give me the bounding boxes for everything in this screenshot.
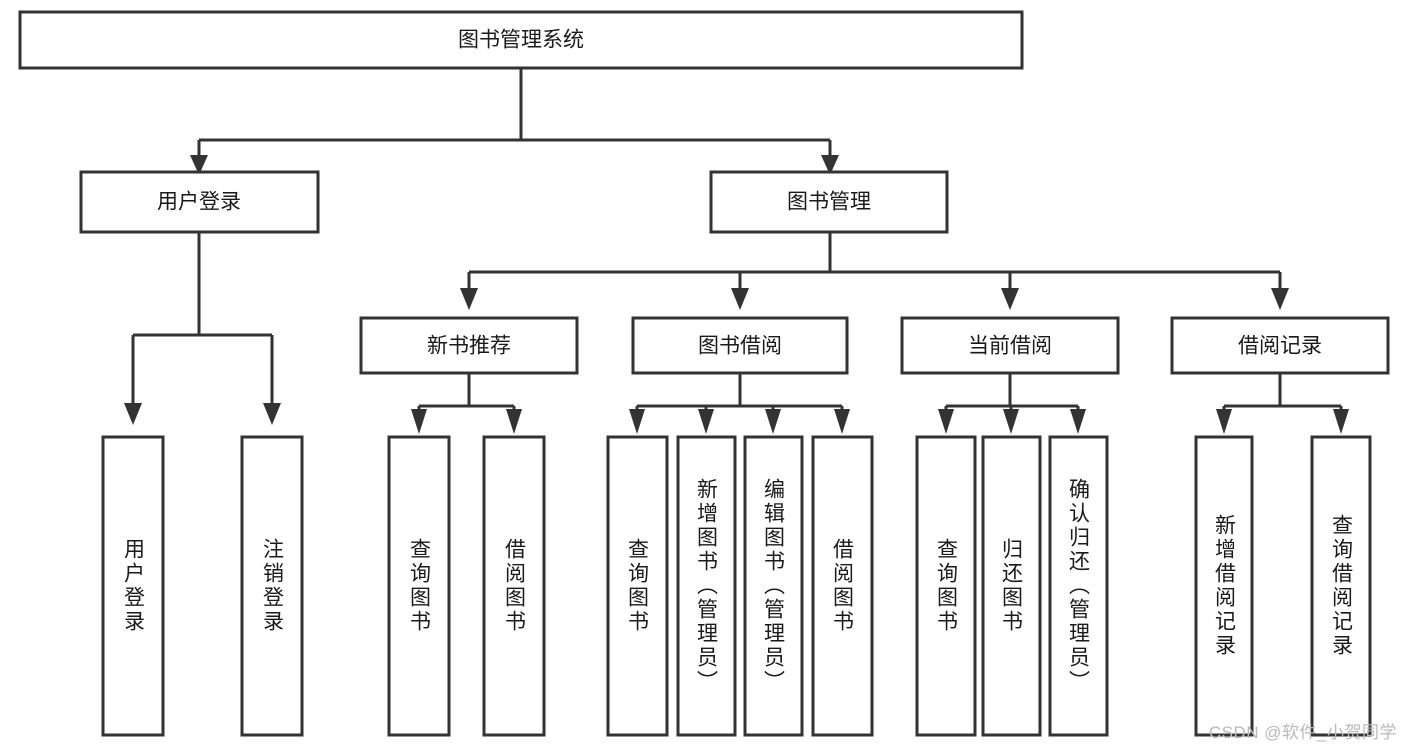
leaf-edit-book-admin[interactable]: 编辑图书（管理员） bbox=[743, 435, 804, 737]
leaf-query-borrow-record-label: 查询借阅记录 bbox=[1330, 514, 1354, 658]
node-root-system[interactable]: 图书管理系统 bbox=[18, 10, 1024, 70]
arrow-head-to-current bbox=[1001, 288, 1019, 310]
arrow-head-to-book-mgmt bbox=[821, 155, 839, 175]
leaf-query-books-current-label: 查询图书 bbox=[935, 538, 959, 634]
node-book-borrow[interactable]: 图书借阅 bbox=[631, 316, 849, 375]
leaf-borrow-books-newbooks-label: 借阅图书 bbox=[503, 538, 527, 634]
arrow-heads bbox=[124, 155, 1349, 434]
arrow-head-current-leaf-2 bbox=[1003, 409, 1019, 434]
leaf-add-book-admin-box[interactable] bbox=[676, 435, 737, 737]
leaf-query-books-borrow-box[interactable] bbox=[606, 435, 669, 737]
arrow-head-borrow-leaf-2 bbox=[698, 409, 714, 434]
leaf-add-book-admin[interactable]: 新增图书（管理员） bbox=[676, 435, 737, 737]
node-book-management[interactable]: 图书管理 bbox=[709, 170, 949, 234]
leaf-logout[interactable]: 注销登录 bbox=[240, 435, 304, 737]
leaf-edit-book-admin-label: 编辑图书（管理员） bbox=[762, 478, 786, 694]
node-user-login-label: 用户登录 bbox=[157, 191, 241, 214]
leaf-edit-book-admin-box[interactable] bbox=[743, 435, 804, 737]
node-borrow-records-box[interactable] bbox=[1170, 316, 1390, 375]
arrow-head-to-borrow bbox=[731, 288, 749, 310]
node-root-system-label: 图书管理系统 bbox=[458, 29, 584, 52]
leaf-user-login-box[interactable] bbox=[101, 435, 165, 737]
leaf-borrow-books-borrow-label: 借阅图书 bbox=[831, 538, 855, 634]
node-book-borrow-box[interactable] bbox=[631, 316, 849, 375]
arrow-head-new-books-leaf-1 bbox=[411, 409, 427, 434]
node-book-management-label: 图书管理 bbox=[787, 191, 871, 214]
node-root-system-box[interactable] bbox=[18, 10, 1024, 70]
leaf-return-books-label: 归还图书 bbox=[1000, 538, 1024, 634]
leaf-user-login-label: 用户登录 bbox=[122, 538, 146, 634]
node-user-login-box[interactable] bbox=[79, 170, 320, 234]
arrow-head-to-leaf-logout bbox=[263, 403, 281, 425]
node-new-book-recommend[interactable]: 新书推荐 bbox=[359, 316, 579, 375]
arrow-head-borrow-leaf-1 bbox=[629, 409, 645, 434]
leaf-query-books-borrow-label: 查询图书 bbox=[626, 538, 650, 634]
leaf-confirm-return-admin-label: 确认归还（管理员） bbox=[1067, 478, 1091, 694]
leaf-add-borrow-record[interactable]: 新增借阅记录 bbox=[1194, 435, 1254, 737]
node-book-management-box[interactable] bbox=[709, 170, 949, 234]
arrow-head-to-user-login bbox=[190, 155, 208, 175]
leaf-logout-label: 注销登录 bbox=[261, 538, 285, 634]
leaf-query-books-borrow[interactable]: 查询图书 bbox=[606, 435, 669, 737]
leaf-confirm-return-admin[interactable]: 确认归还（管理员） bbox=[1048, 435, 1109, 737]
arrow-head-records-leaf-1 bbox=[1216, 409, 1232, 434]
leaf-return-books[interactable]: 归还图书 bbox=[981, 435, 1042, 737]
node-borrow-records[interactable]: 借阅记录 bbox=[1170, 316, 1390, 375]
leaf-borrow-books-borrow-box[interactable] bbox=[811, 435, 874, 737]
leaf-confirm-return-admin-box[interactable] bbox=[1048, 435, 1109, 737]
leaf-query-books-newbooks[interactable]: 查询图书 bbox=[387, 435, 451, 737]
leaf-query-borrow-record-box[interactable] bbox=[1310, 435, 1372, 737]
leaf-borrow-books-newbooks-box[interactable] bbox=[482, 435, 546, 737]
arrow-head-to-leaf-user-login bbox=[124, 403, 142, 425]
leaf-add-borrow-record-box[interactable] bbox=[1194, 435, 1254, 737]
arrow-head-new-books-leaf-2 bbox=[506, 409, 522, 434]
leaf-borrow-books-newbooks[interactable]: 借阅图书 bbox=[482, 435, 546, 737]
leaf-logout-box[interactable] bbox=[240, 435, 304, 737]
arrow-head-to-records bbox=[1271, 288, 1289, 310]
leaf-query-books-newbooks-box[interactable] bbox=[387, 435, 451, 737]
leaf-query-books-newbooks-label: 查询图书 bbox=[408, 538, 432, 634]
node-current-borrow[interactable]: 当前借阅 bbox=[900, 316, 1120, 375]
node-new-book-recommend-label: 新书推荐 bbox=[427, 335, 511, 358]
node-borrow-records-label: 借阅记录 bbox=[1238, 335, 1322, 358]
arrow-head-borrow-leaf-3 bbox=[765, 409, 781, 434]
leaf-add-book-admin-label: 新增图书（管理员） bbox=[695, 478, 719, 694]
leaf-add-borrow-record-label: 新增借阅记录 bbox=[1213, 514, 1237, 658]
node-book-borrow-label: 图书借阅 bbox=[698, 335, 782, 358]
arrow-head-current-leaf-1 bbox=[938, 409, 954, 434]
leaf-query-books-current[interactable]: 查询图书 bbox=[915, 435, 977, 737]
node-new-book-recommend-box[interactable] bbox=[359, 316, 579, 375]
arrow-head-to-new-books bbox=[460, 288, 478, 310]
arrow-head-records-leaf-2 bbox=[1333, 409, 1349, 434]
leaf-query-borrow-record[interactable]: 查询借阅记录 bbox=[1310, 435, 1372, 737]
leaf-borrow-books-borrow[interactable]: 借阅图书 bbox=[811, 435, 874, 737]
node-current-borrow-box[interactable] bbox=[900, 316, 1120, 375]
arrow-head-borrow-leaf-4 bbox=[834, 409, 850, 434]
arrow-head-current-leaf-3 bbox=[1070, 409, 1086, 434]
leaf-query-books-current-box[interactable] bbox=[915, 435, 977, 737]
node-current-borrow-label: 当前借阅 bbox=[968, 335, 1052, 358]
leaf-return-books-box[interactable] bbox=[981, 435, 1042, 737]
node-user-login[interactable]: 用户登录 bbox=[79, 170, 320, 234]
leaf-user-login[interactable]: 用户登录 bbox=[101, 435, 165, 737]
